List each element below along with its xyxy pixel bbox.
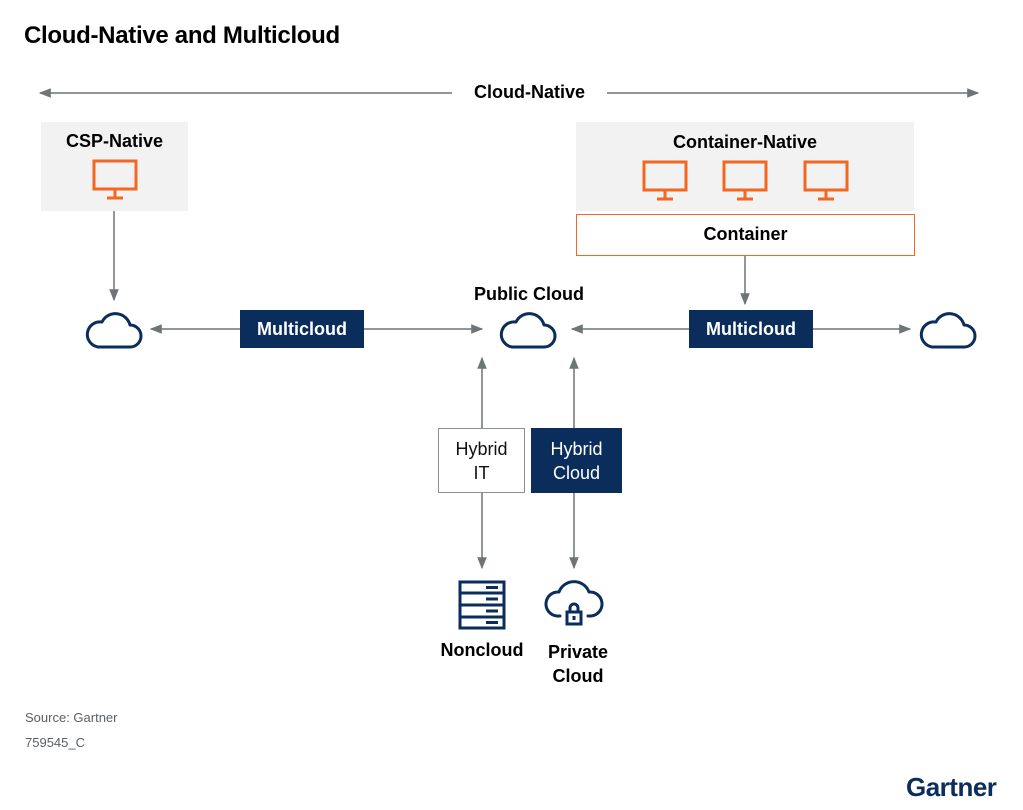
container-native-label: Container-Native — [672, 132, 818, 152]
hybrid-cloud-box: Hybrid Cloud — [531, 428, 622, 493]
monitor-icon — [92, 159, 138, 200]
csp-native-label: CSP-Native — [65, 131, 164, 151]
cloud-lock-icon — [544, 580, 604, 626]
monitor-icon — [803, 160, 849, 201]
container-box: Container — [576, 214, 915, 256]
container-native-panel: Container-Native — [576, 122, 914, 211]
source-note: Source: Gartner — [25, 710, 118, 725]
private-cloud-line2: Cloud — [552, 666, 604, 686]
gartner-logo: Gartner — [906, 772, 997, 802]
monitor-icon — [722, 160, 768, 201]
cloud-native-label: Cloud-Native — [473, 82, 585, 102]
hybrid-it-line1: Hybrid — [455, 438, 508, 459]
cloud-icon — [85, 312, 143, 349]
csp-native-panel: CSP-Native — [41, 122, 188, 211]
document-id: 759545_C — [25, 735, 85, 750]
noncloud-label: Noncloud — [440, 640, 524, 660]
monitor-icon — [642, 160, 688, 201]
multicloud-right-box: Multicloud — [689, 310, 813, 348]
private-cloud-label: Private Cloud — [530, 640, 626, 688]
public-cloud-label: Public Cloud — [474, 284, 584, 304]
hybrid-it-line2: IT — [473, 462, 490, 483]
cloud-icon — [919, 312, 977, 349]
multicloud-left-box: Multicloud — [240, 310, 364, 348]
hybrid-cloud-line1: Hybrid — [550, 438, 603, 459]
public-cloud-icon — [499, 312, 557, 349]
page-title: Cloud-Native and Multicloud — [24, 22, 340, 49]
private-cloud-line1: Private — [547, 642, 609, 662]
hybrid-it-box: Hybrid IT — [438, 428, 525, 493]
server-icon — [458, 580, 506, 630]
hybrid-cloud-line2: Cloud — [552, 462, 601, 483]
